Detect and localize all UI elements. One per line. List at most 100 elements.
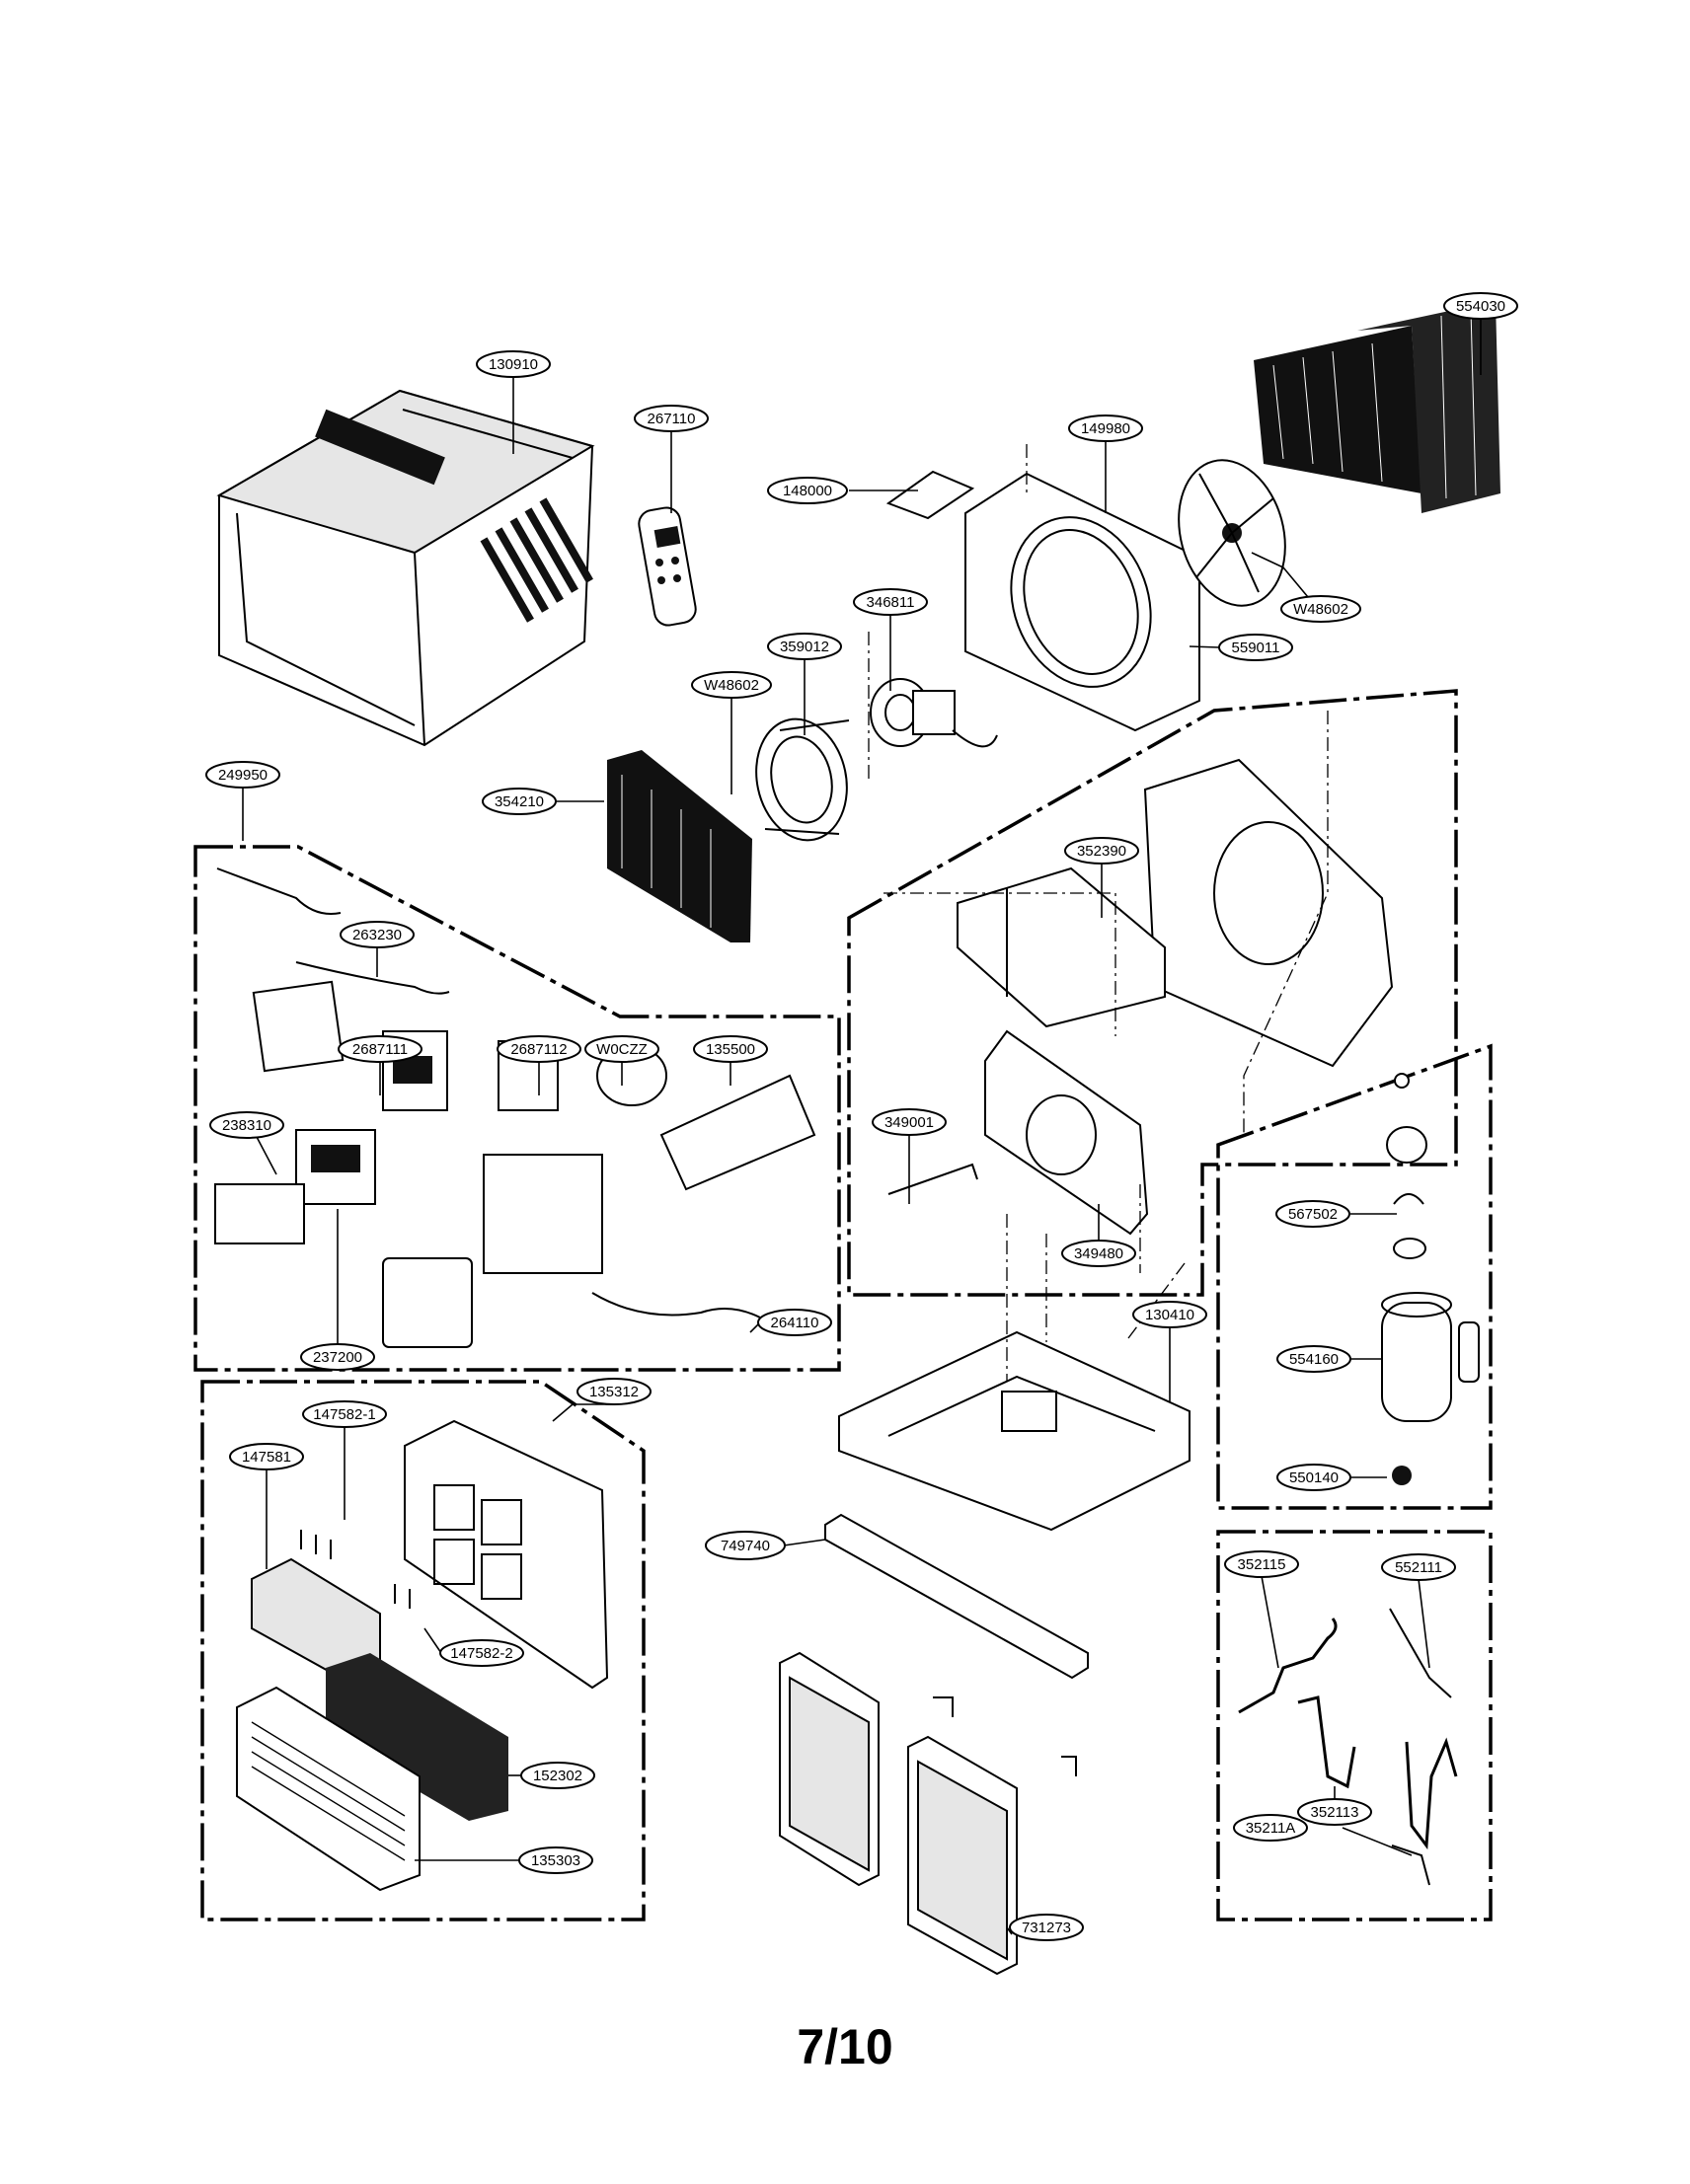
part-callout[interactable]: 2687111 <box>338 1035 422 1063</box>
part-callout[interactable]: W48602 <box>1280 595 1361 623</box>
part-callout[interactable]: 237200 <box>300 1343 375 1371</box>
part-callout[interactable]: 554160 <box>1276 1345 1351 1373</box>
outline-compressor-group <box>1216 1043 1493 1510</box>
part-label: 2687112 <box>510 1041 567 1058</box>
part-label: 359012 <box>780 639 829 655</box>
part-callout[interactable]: 130410 <box>1132 1301 1207 1328</box>
part-label: 263230 <box>352 927 402 943</box>
compressor-drawing <box>1381 1073 1480 1485</box>
part-callout[interactable]: 352113 <box>1297 1798 1372 1826</box>
evaporator-coil-drawing <box>607 750 752 942</box>
part-label: W48602 <box>704 677 759 694</box>
part-label: 349001 <box>884 1114 934 1131</box>
part-label: 352390 <box>1077 843 1126 860</box>
rail-and-curtains-drawing <box>779 1513 1089 1976</box>
part-callout[interactable]: W0CZZ <box>584 1035 659 1063</box>
part-callout[interactable]: 567502 <box>1275 1200 1350 1228</box>
part-callout[interactable]: 135303 <box>518 1846 593 1874</box>
part-callout[interactable]: 550140 <box>1276 1464 1351 1491</box>
part-label: 135312 <box>589 1384 639 1400</box>
part-label: 349480 <box>1074 1245 1123 1262</box>
part-label: W48602 <box>1293 601 1348 618</box>
part-callout[interactable]: 731273 <box>1009 1914 1084 1941</box>
part-label: 550140 <box>1289 1469 1339 1486</box>
part-label: 152302 <box>533 1768 582 1784</box>
part-callout[interactable]: 135500 <box>693 1035 768 1063</box>
remote-control-drawing <box>638 506 697 627</box>
part-label: 237200 <box>313 1349 362 1366</box>
evaporator-panel-drawing <box>887 1029 1149 1236</box>
part-callout[interactable]: 552111 <box>1381 1553 1456 1581</box>
page-number: 7/10 <box>797 2019 893 2074</box>
part-callout[interactable]: 349001 <box>872 1108 947 1136</box>
part-label: 267110 <box>648 411 696 427</box>
part-label: 554030 <box>1456 298 1505 315</box>
part-callout[interactable]: 2687112 <box>497 1035 581 1063</box>
part-callout[interactable]: 249950 <box>205 761 280 789</box>
part-label: 352115 <box>1238 1556 1286 1573</box>
part-callout[interactable]: 147581 <box>229 1443 304 1470</box>
part-callout[interactable]: 267110 <box>634 405 709 432</box>
shroud-drawing <box>885 470 1200 732</box>
front-grille-drawing <box>236 1419 609 1892</box>
part-callout[interactable]: 749740 <box>705 1531 786 1560</box>
guide-lines <box>868 444 1329 1382</box>
motor-drawing <box>870 678 998 748</box>
part-callout[interactable]: 263230 <box>340 921 415 948</box>
part-callout[interactable]: 352115 <box>1224 1550 1299 1578</box>
part-label: 264110 <box>771 1315 819 1331</box>
part-label: 135500 <box>706 1041 755 1058</box>
part-label: 352113 <box>1311 1804 1359 1821</box>
part-label: 249950 <box>218 767 268 784</box>
part-callout[interactable]: 554030 <box>1443 292 1518 320</box>
cabinet-drawing <box>216 389 595 747</box>
condenser-coil-drawing <box>1254 301 1500 513</box>
part-callout[interactable]: 147582-1 <box>302 1400 387 1428</box>
part-label: 148000 <box>783 483 832 499</box>
part-callout[interactable]: 147582-2 <box>439 1639 524 1667</box>
part-label: 354210 <box>495 793 544 810</box>
part-label: 559011 <box>1232 640 1280 656</box>
part-callouts: 130910 267110 148000 149980 554030 W4860… <box>205 292 1518 1941</box>
part-callout[interactable]: 149980 <box>1068 414 1143 442</box>
control-parts-drawing <box>214 867 816 1348</box>
part-label: 749740 <box>721 1538 770 1554</box>
part-callout[interactable]: 35211A <box>1233 1814 1308 1842</box>
part-callout[interactable]: 354210 <box>482 788 557 815</box>
outline-tubing-group <box>1216 1530 1493 1921</box>
part-label: 135303 <box>531 1852 580 1869</box>
part-callout[interactable]: W48602 <box>691 671 772 699</box>
part-callout[interactable]: 130910 <box>476 350 551 378</box>
part-label: 35211A <box>1246 1820 1296 1837</box>
part-label: 147582-2 <box>450 1645 512 1662</box>
part-label: 2687111 <box>352 1041 408 1058</box>
part-label: 238310 <box>222 1117 271 1134</box>
part-label: 552111 <box>1395 1559 1442 1576</box>
base-pan-drawing <box>838 1330 1191 1532</box>
part-callout[interactable]: 148000 <box>767 477 848 504</box>
part-label: W0CZZ <box>596 1041 648 1058</box>
part-label: 147581 <box>242 1449 291 1466</box>
part-callout[interactable]: 346811 <box>853 588 928 616</box>
part-callout[interactable]: 559011 <box>1218 634 1293 661</box>
part-label: 147582-1 <box>313 1406 375 1423</box>
part-callout[interactable]: 359012 <box>767 633 842 660</box>
part-label: 149980 <box>1081 420 1130 437</box>
fan-blade-drawing <box>1178 459 1286 607</box>
blower-wheel-drawing <box>755 717 850 842</box>
part-callout[interactable]: 352390 <box>1064 837 1139 865</box>
part-label: 130910 <box>489 356 538 373</box>
outline-control-group <box>193 845 841 1372</box>
part-label: 130410 <box>1145 1307 1194 1323</box>
outline-housing-group <box>847 689 1458 1297</box>
part-label: 346811 <box>867 594 915 611</box>
part-drawings <box>214 301 1500 1976</box>
part-label: 554160 <box>1289 1351 1339 1368</box>
part-callout[interactable]: 135312 <box>576 1378 652 1405</box>
tubing-drawing <box>1238 1608 1458 1886</box>
part-callout[interactable]: 264110 <box>757 1309 832 1336</box>
part-callout[interactable]: 238310 <box>209 1111 284 1139</box>
part-callout[interactable]: 349480 <box>1061 1240 1136 1267</box>
part-callout[interactable]: 152302 <box>520 1762 595 1789</box>
